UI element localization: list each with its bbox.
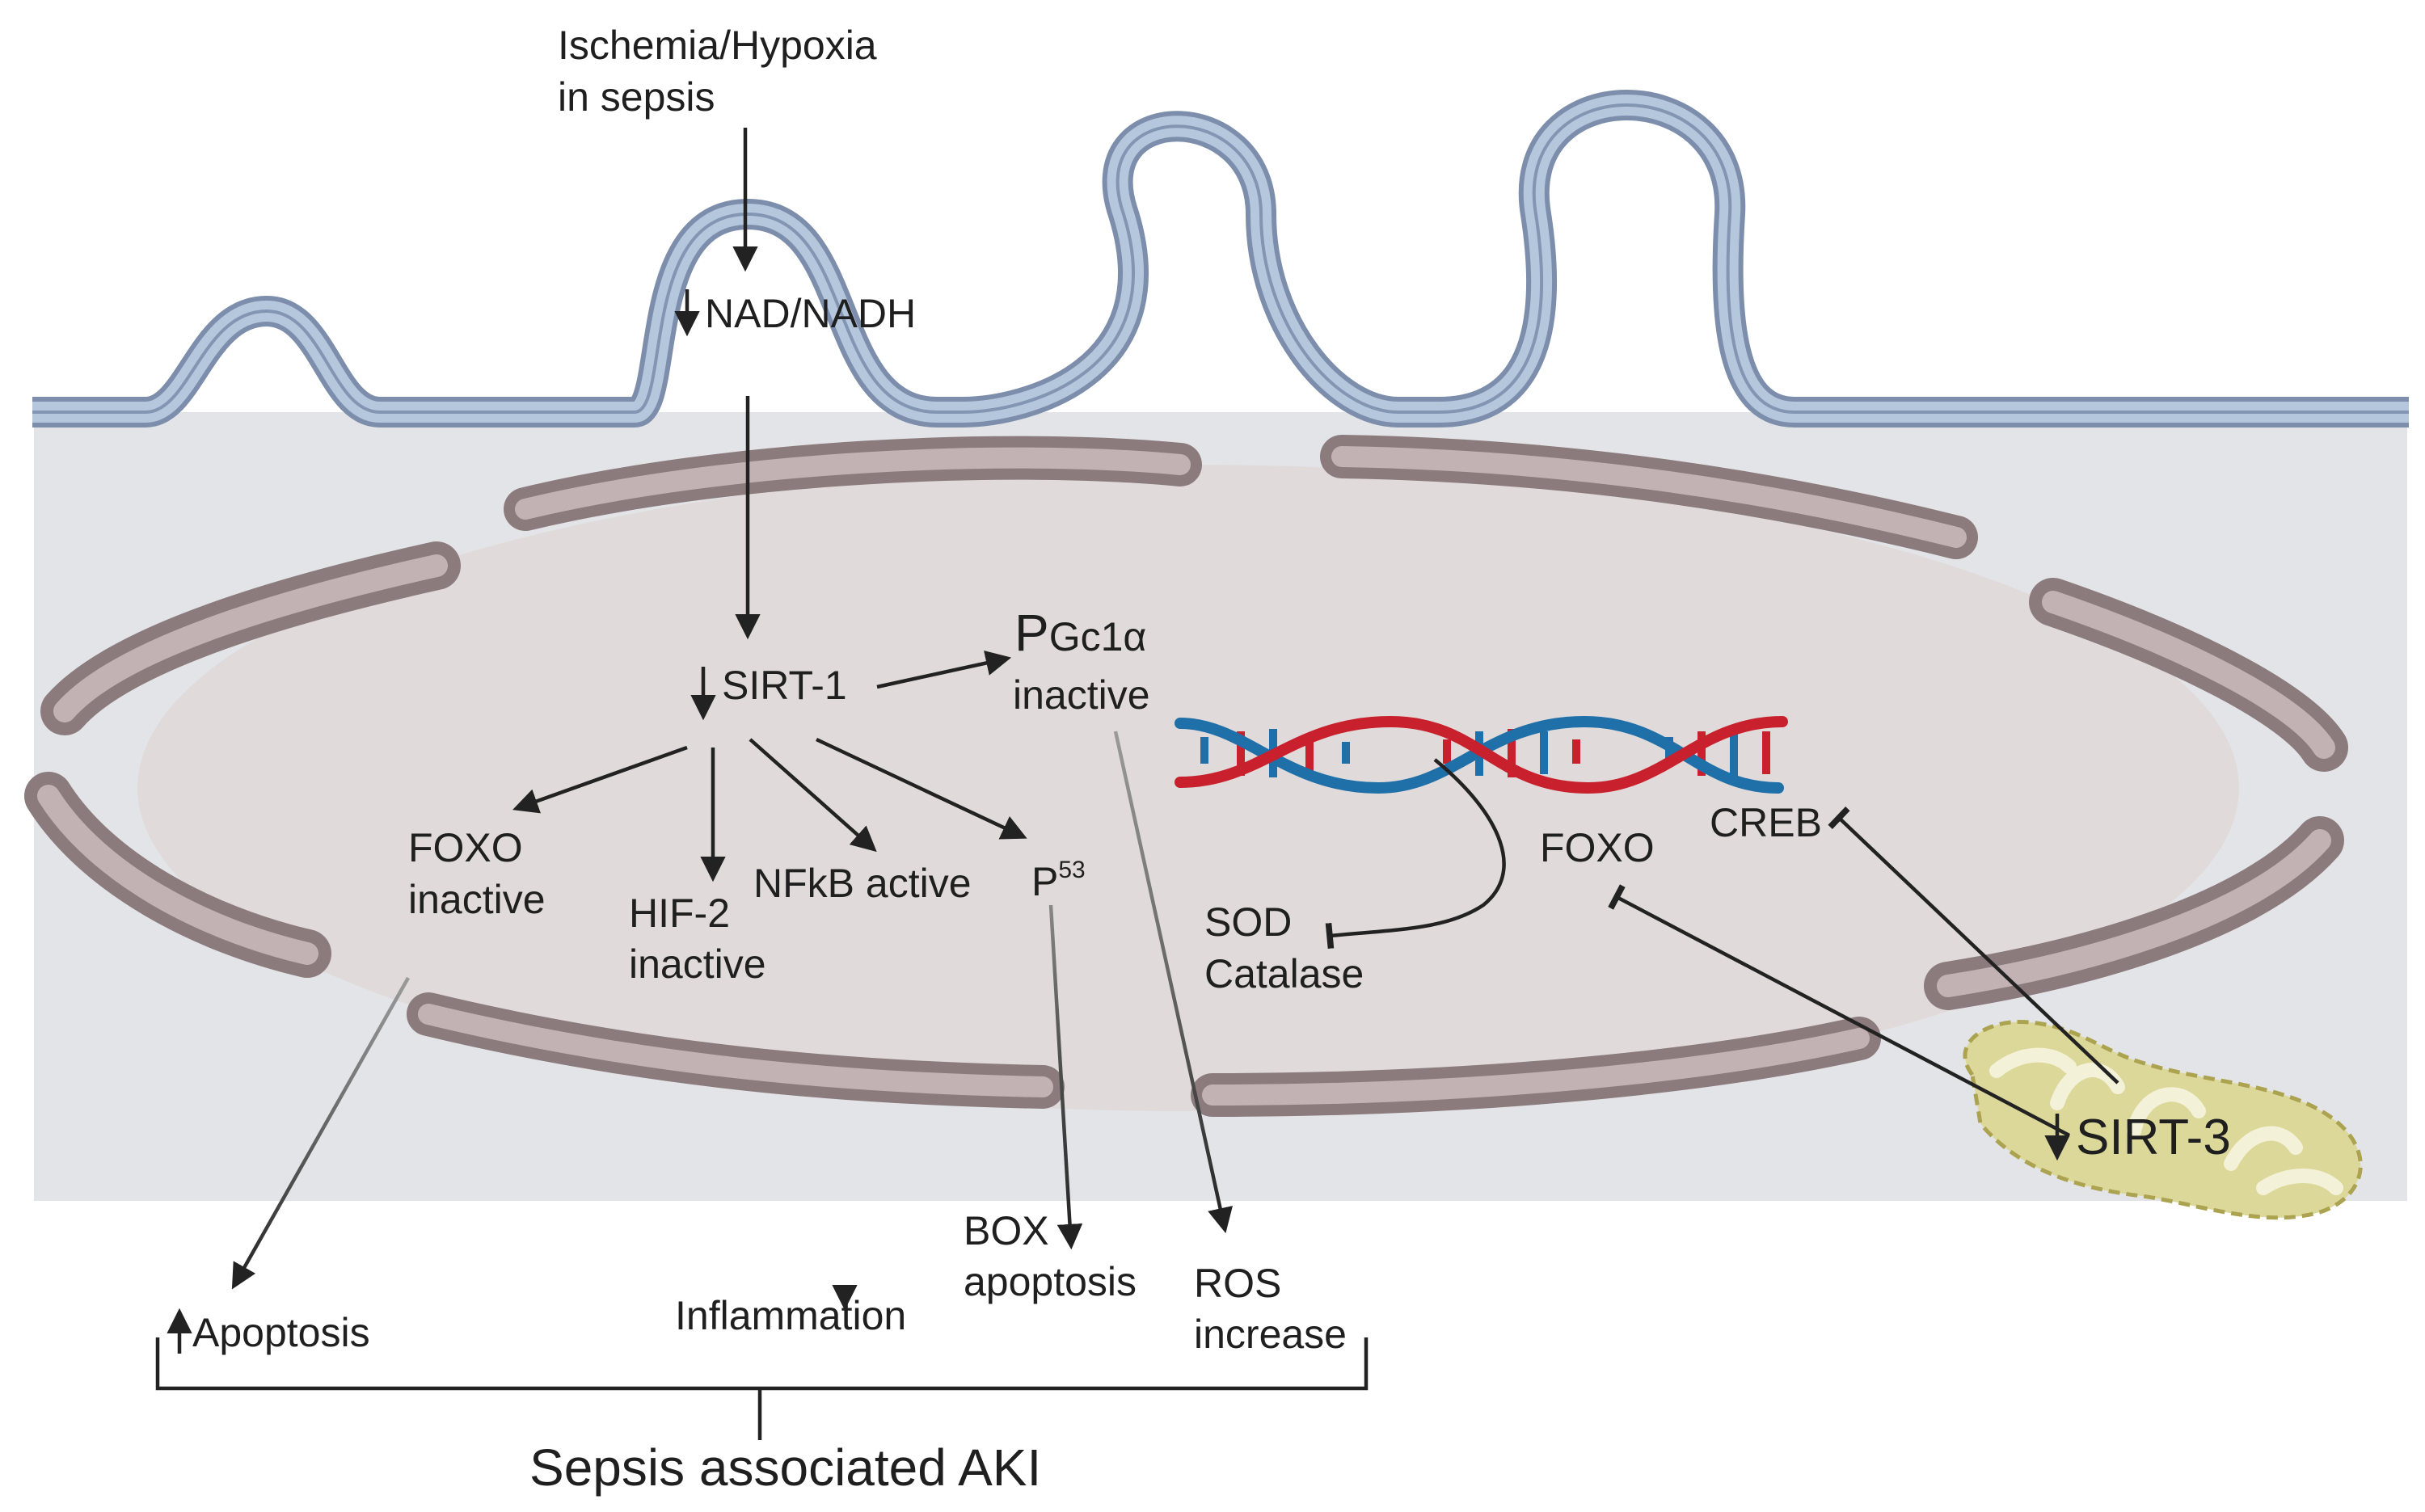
arrow-pgc-to-ros [1113,731,1233,1234]
ros-increase-label: increase [1194,1312,1347,1357]
inhibit-sirt3-to-foxo [1608,884,2071,1137]
box-label: BOX [964,1208,1049,1253]
inflammation-label: Inflammation [675,1293,906,1338]
input-label-2: in sepsis [558,74,715,120]
hif-state: inactive [629,941,766,987]
arrow-sirt1-to-nfkb [749,738,877,853]
arrow-sirt1-to-foxo [512,745,688,814]
pgc-rest: Gc1α [1049,614,1147,659]
creb-label: CREB [1710,800,1822,845]
nfkb-label: NFkB active [753,861,972,906]
p53-sup: 53 [1058,857,1085,883]
arrow-foxo-to-apoptosis [231,976,410,1290]
foxo-right-label: FOXO [1540,825,1655,870]
indicator-arrows [167,289,2070,1354]
foxo-left-state: inactive [408,877,546,922]
dna-helix [1175,715,1788,794]
arrow-p53-to-box [1048,904,1083,1250]
inhibit-dna-to-sod [1325,758,1506,950]
endoplasmic-reticulum [24,435,2348,1117]
box-apoptosis-label: apoptosis [964,1259,1137,1304]
hif-label: HIF-2 [629,891,730,936]
input-label: Ischemia/Hypoxia [558,23,877,68]
inhibit-sirt3-to-creb [1828,806,2119,1085]
outcome-bracket [155,1337,1369,1440]
nad-label: NAD/NADH [705,291,916,336]
sirt1-label: SIRT-1 [722,663,847,708]
pgc-p: P [1014,604,1049,662]
arrow-sirt1-to-pgc [876,650,1012,689]
foxo-left-label: FOXO [408,825,523,870]
cell-membrane [32,90,2409,427]
mitochondrion [1963,1019,2363,1220]
sod-label: SOD [1204,899,1292,945]
catalase-label: Catalase [1204,951,1364,996]
arrow-sirt1-to-p53 [816,737,1027,840]
p53-label: P53 [1031,857,1086,904]
pgc-label: PGc1α [1014,604,1146,662]
sirt3-label: SIRT-3 [2076,1110,2231,1165]
ros-label: ROS [1194,1261,1281,1306]
pathway-arrows [231,128,2119,1311]
p53-base: P [1031,859,1058,904]
apoptosis-label: Apoptosis [192,1310,370,1355]
result-label: Sepsis associated AKI [529,1438,1041,1497]
pgc-state: inactive [1013,672,1150,718]
